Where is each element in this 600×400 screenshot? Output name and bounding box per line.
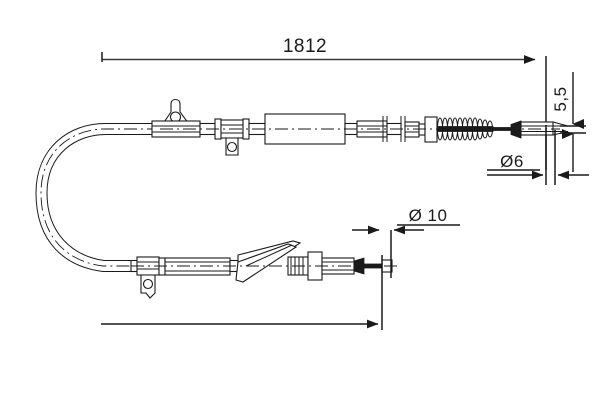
upper-cable-link	[418, 123, 426, 136]
diameter-6-label: Ø6	[500, 152, 524, 171]
offset-height-dimension: 5,5	[551, 72, 586, 172]
upper-cable-run	[35, 98, 569, 272]
offset-height-label: 5,5	[551, 86, 570, 111]
lower-fitting-taper	[353, 257, 365, 275]
lower-cable-run	[130, 240, 400, 299]
end-fitting-taper	[510, 120, 522, 139]
lower-bracket-hole	[142, 278, 154, 290]
upper-cable-segment-1	[145, 123, 152, 135]
diameter-10-dimension: Ø 10	[352, 206, 460, 330]
wedge-lower-blade	[235, 243, 298, 283]
lower-ferrule-1	[158, 257, 166, 276]
wedge-crease	[245, 244, 293, 267]
overall-length-dimension: 1812	[101, 36, 547, 170]
overall-length-label: 1812	[283, 36, 327, 57]
cable-u-bend	[35, 123, 160, 272]
lower-cable-tube-main	[164, 257, 231, 276]
diameter-10-label: Ø 10	[409, 206, 448, 225]
upper-cable-tube-b	[404, 121, 420, 138]
u-bend-inner-contour	[46, 134, 160, 261]
wedge-connector	[235, 240, 302, 283]
diameter-6-dimension: Ø6	[487, 125, 589, 185]
u-bend-centerline	[40, 128, 160, 267]
triangular-mounting-bracket	[151, 98, 201, 138]
end-fitting-flat	[520, 121, 554, 136]
u-bend-outer-contour	[35, 123, 160, 272]
spring-collar-left	[424, 116, 438, 143]
square-bracket-hole	[226, 141, 238, 153]
